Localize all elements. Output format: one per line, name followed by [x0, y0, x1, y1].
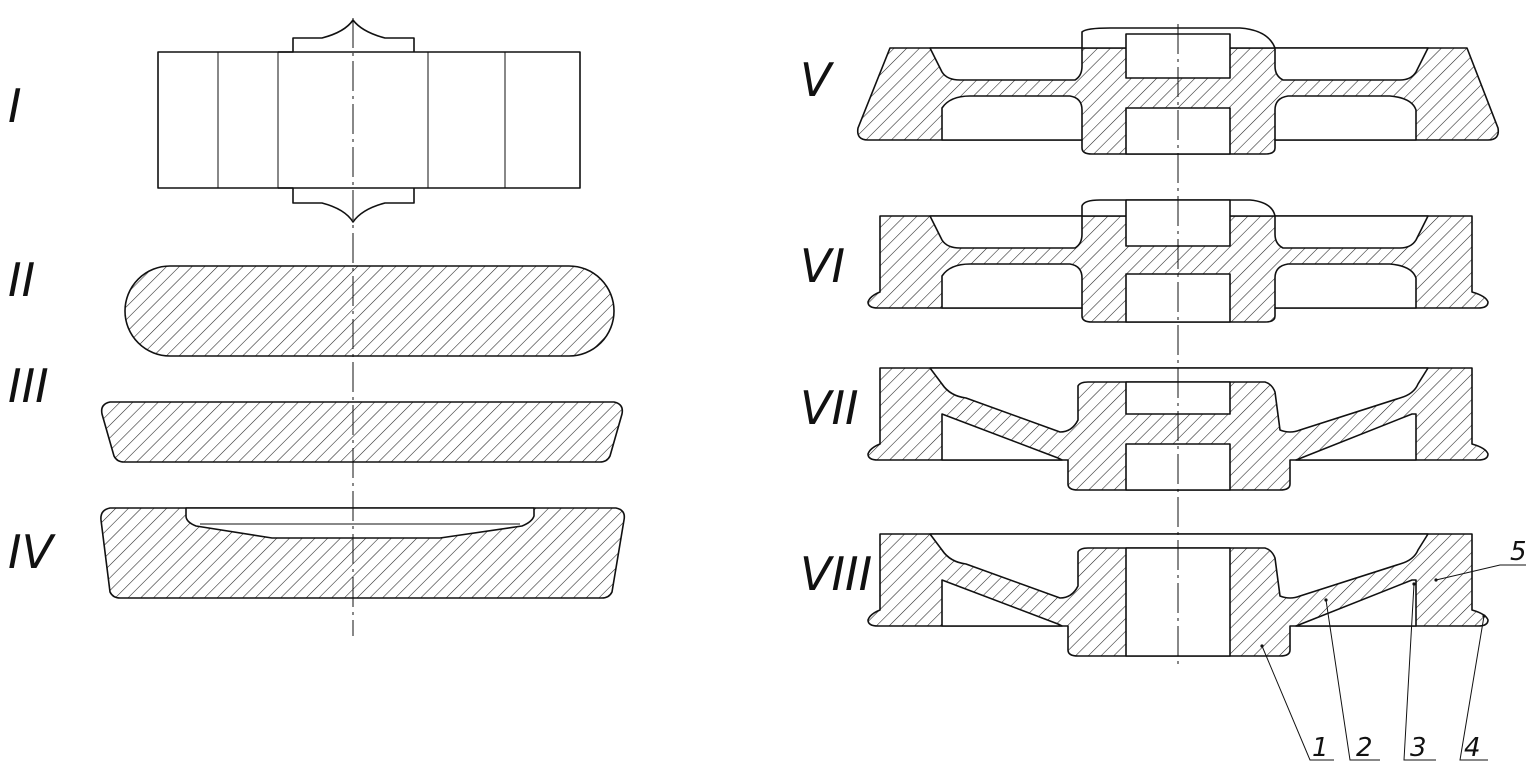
callout-1: 1 [1312, 733, 1329, 763]
stage-label-7: VII [800, 381, 859, 435]
callout-3: 3 [1410, 733, 1427, 763]
callout-2: 2 [1356, 733, 1373, 763]
stage-label-4: IV [8, 525, 57, 579]
leader-lines [1260, 564, 1526, 761]
callout-5: 5 [1510, 537, 1527, 567]
callout-4: 4 [1464, 733, 1481, 763]
stage-label-3: III [8, 359, 49, 413]
stage-2-upset-blank [124, 265, 615, 357]
stage-label-2: II [8, 253, 35, 307]
stage-label-5: V [800, 53, 835, 107]
stage-5-preform [856, 27, 1500, 155]
stage-label-8: VIII [800, 547, 872, 601]
stage-4-recessed-blank [100, 507, 626, 599]
stage-label-1: I [8, 79, 22, 133]
stage-1-billet [157, 19, 581, 223]
stage-label-6: VI [800, 239, 845, 293]
stage-3-flattened-blank [100, 401, 624, 463]
